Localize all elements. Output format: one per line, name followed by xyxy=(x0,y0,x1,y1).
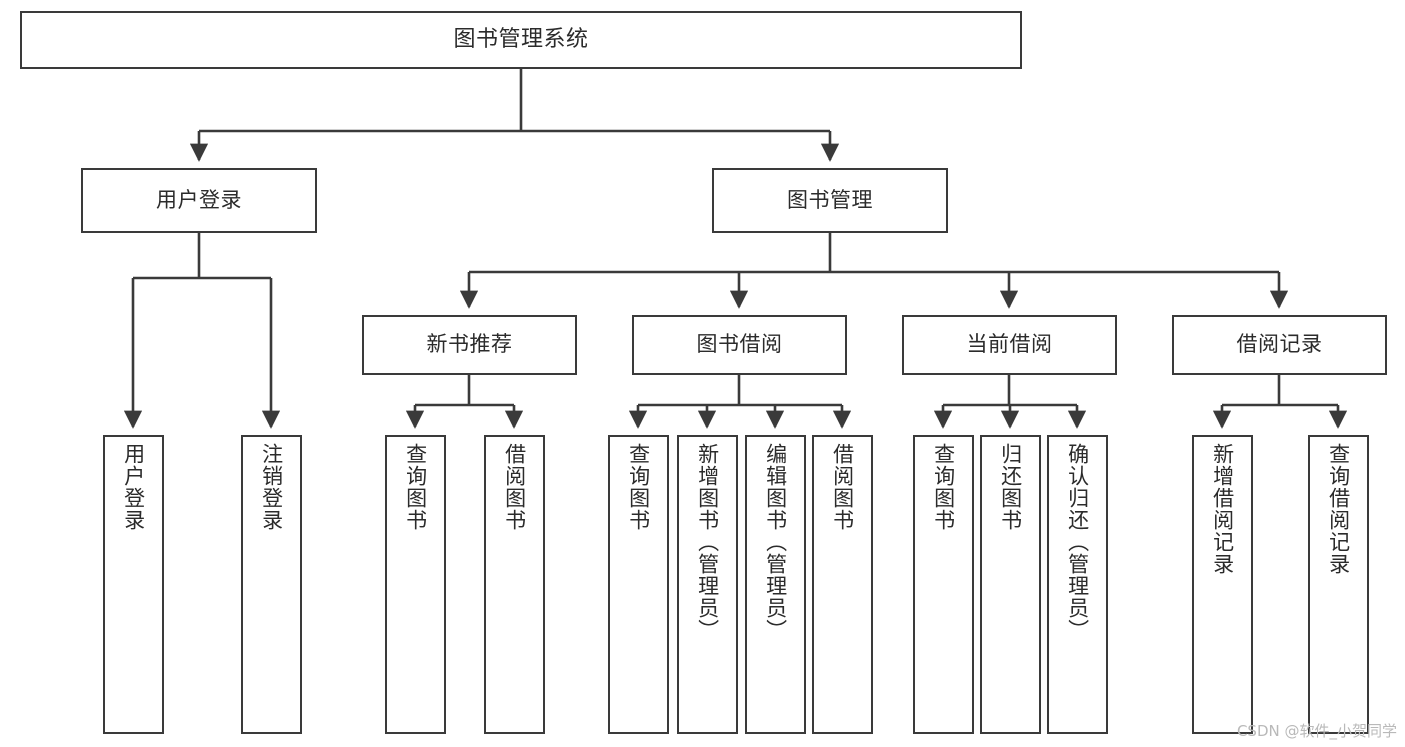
watermark-text: CSDN @软件_小贺同学 xyxy=(1236,722,1397,740)
node-label: 用户登录 xyxy=(121,443,146,531)
node-label: 图书借阅 xyxy=(696,332,783,357)
node-label: 归还图书 xyxy=(998,443,1023,531)
node-leaf-query-book-2[interactable]: 查询图书 xyxy=(608,435,669,734)
node-label: 新增图书（管理员） xyxy=(695,443,720,641)
node-leaf-edit-book[interactable]: 编辑图书（管理员） xyxy=(745,435,806,734)
node-label: 查询图书 xyxy=(931,443,956,531)
node-leaf-query-book-3[interactable]: 查询图书 xyxy=(913,435,974,734)
node-leaf-return-book[interactable]: 归还图书 xyxy=(980,435,1041,734)
node-leaf-borrow-book-2[interactable]: 借阅图书 xyxy=(812,435,873,734)
node-label: 编辑图书（管理员） xyxy=(763,443,788,641)
node-leaf-query-book-1[interactable]: 查询图书 xyxy=(385,435,446,734)
node-leaf-logout-login[interactable]: 注销登录 xyxy=(241,435,302,734)
node-root-system[interactable]: 图书管理系统 xyxy=(20,11,1022,69)
node-label: 查询借阅记录 xyxy=(1326,443,1351,575)
node-book-borrow[interactable]: 图书借阅 xyxy=(632,315,847,375)
node-leaf-user-login[interactable]: 用户登录 xyxy=(103,435,164,734)
node-current-borrow[interactable]: 当前借阅 xyxy=(902,315,1117,375)
node-label: 借阅记录 xyxy=(1236,332,1323,357)
node-book-management[interactable]: 图书管理 xyxy=(712,168,948,233)
node-label: 新书推荐 xyxy=(426,332,513,357)
node-new-book-recommend[interactable]: 新书推荐 xyxy=(362,315,577,375)
node-borrow-record[interactable]: 借阅记录 xyxy=(1172,315,1387,375)
node-label: 用户登录 xyxy=(156,187,242,212)
node-leaf-add-record[interactable]: 新增借阅记录 xyxy=(1192,435,1253,734)
node-label: 确认归还（管理员） xyxy=(1065,443,1090,641)
node-user-login[interactable]: 用户登录 xyxy=(81,168,317,233)
node-label: 图书管理 xyxy=(787,187,873,212)
node-leaf-query-record[interactable]: 查询借阅记录 xyxy=(1308,435,1369,734)
node-leaf-borrow-book-1[interactable]: 借阅图书 xyxy=(484,435,545,734)
node-label: 借阅图书 xyxy=(502,443,527,531)
node-label: 查询图书 xyxy=(403,443,428,531)
node-label: 借阅图书 xyxy=(830,443,855,531)
node-label: 当前借阅 xyxy=(966,332,1053,357)
node-label: 新增借阅记录 xyxy=(1210,443,1235,575)
node-leaf-add-book[interactable]: 新增图书（管理员） xyxy=(677,435,738,734)
node-label: 注销登录 xyxy=(259,443,284,531)
node-label: 图书管理系统 xyxy=(453,26,589,52)
node-label: 查询图书 xyxy=(626,443,651,531)
node-leaf-confirm-return[interactable]: 确认归还（管理员） xyxy=(1047,435,1108,734)
